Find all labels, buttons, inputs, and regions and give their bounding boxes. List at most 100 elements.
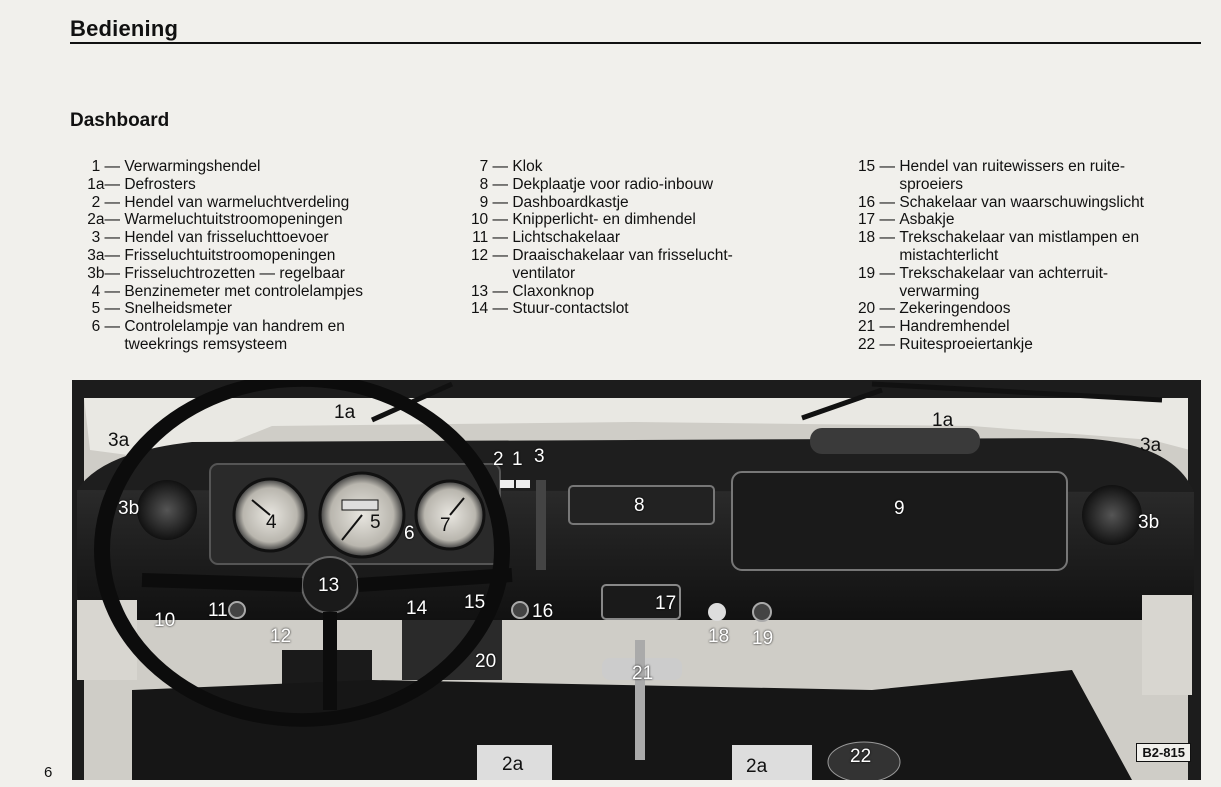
legend-item-text: Hendel van ruitewissers en ruite-sproeie… [899, 158, 1126, 193]
legend-item: 16 — Schakelaar van waarschuwingslicht [842, 194, 1182, 212]
callout-11: 11 [208, 600, 228, 621]
legend-item-text: Handremhendel [899, 318, 1010, 336]
legend-item-number: 1a— [87, 175, 120, 193]
legend-item: 3a— Frisseluchtuitstroomopeningen [78, 247, 423, 265]
callout-14: 14 [406, 598, 428, 619]
legend-item-number: 22 — [857, 335, 895, 353]
callout-12: 12 [270, 626, 292, 647]
legend-item: 1 — Verwarmingshendel [78, 158, 423, 176]
legend-item-text: Frisseluchtuitstroomopeningen [124, 246, 336, 264]
legend-item-number: 9 — [479, 193, 508, 211]
legend-item: 21 — Handremhendel [842, 318, 1182, 336]
legend-item-number: 4 — [91, 282, 120, 300]
legend-item: 3 — Hendel van frisseluchttoevoer [78, 229, 423, 247]
legend-item: 17 — Asbakje [842, 211, 1182, 229]
callout-15: 15 [464, 592, 486, 613]
callout-2a-right: 2a [746, 756, 768, 777]
legend-item-text: Ruitesproeiertankje [899, 335, 1033, 353]
legend-item-number: 16 — [857, 193, 895, 211]
header-rule [70, 42, 1201, 44]
legend-item: 18 — Trekschakelaar van mistlampen en mi… [842, 229, 1182, 265]
legend-item: 13 — Claxonknop [456, 283, 776, 301]
legend-item: 15 — Hendel van ruitewissers en ruite-sp… [842, 158, 1182, 194]
legend-item: 2a— Warmeluchtuitstroomopeningen [78, 211, 423, 229]
callout-22: 22 [850, 746, 872, 767]
legend-item-text: Klok [512, 158, 543, 175]
legend-item: 20 — Zekeringendoos [842, 300, 1182, 318]
callout-3a-right: 3a [1140, 435, 1162, 456]
legend-item-number: 3b— [87, 264, 120, 282]
legend-item-text: Trekschakelaar van achterruit-verwarming [899, 264, 1109, 300]
callout-16: 16 [532, 601, 554, 622]
legend-item-number: 2 — [91, 193, 120, 211]
legend-item-text: Stuur-contactslot [512, 300, 629, 318]
legend-item-text: Schakelaar van waarschuwingslicht [899, 193, 1144, 211]
legend-item-text: Hendel van warmeluchtverdeling [124, 193, 350, 211]
legend-item-text: Verwarmingshendel [124, 158, 261, 175]
callout-17: 17 [655, 593, 677, 614]
dashboard-photo: 1a 1a 3a 3a 3b 3b 2 1 3 4 5 6 7 8 9 10 1… [72, 380, 1201, 780]
callout-13: 13 [318, 575, 340, 596]
legend-item-number: 12 — [470, 246, 508, 264]
legend-item-number: 2a— [87, 211, 120, 229]
callout-9: 9 [894, 498, 905, 519]
legend-item-text: Dekplaatje voor radio-inbouw [512, 175, 714, 193]
callout-2a-left: 2a [502, 754, 524, 775]
callout-4: 4 [266, 512, 277, 533]
legend-item: 7 — Klok [456, 158, 776, 176]
callout-3a-left: 3a [108, 430, 130, 451]
page-number: 6 [44, 764, 53, 781]
legend-item-text: Snelheidsmeter [124, 300, 233, 318]
legend-item-number: 3 — [91, 229, 120, 247]
legend-item-number: 6 — [91, 318, 120, 336]
legend-item-text: Trekschakelaar van mistlampen en mistach… [899, 229, 1140, 264]
legend-item-number: 5 — [91, 300, 120, 318]
legend-item: 9 — Dashboardkastje [456, 194, 776, 212]
callout-21: 21 [632, 663, 654, 684]
legend-item: 8 — Dekplaatje voor radio-inbouw [456, 176, 776, 194]
legend-item: 19 — Trekschakelaar van achterruit-verwa… [842, 265, 1182, 301]
legend-item-number: 15 — [857, 158, 895, 175]
callout-3: 3 [534, 446, 545, 467]
legend-item-text: Defrosters [124, 175, 196, 193]
legend-item-text: Benzinemeter met controlelampjes [124, 282, 363, 300]
dashboard-illustration [72, 380, 1201, 780]
legend-item-number: 10 — [470, 211, 508, 229]
callout-8: 8 [634, 495, 645, 516]
legend-item-text: Frisseluchtrozetten — regelbaar [124, 264, 345, 282]
callout-20: 20 [475, 651, 497, 672]
legend-item-text: Claxonknop [512, 282, 595, 300]
legend-item: 4 — Benzinemeter met controlelampjes [78, 283, 423, 301]
legend-item-number: 13 — [470, 282, 508, 300]
legend-item-number: 7 — [479, 158, 508, 175]
callout-5: 5 [370, 512, 381, 533]
callout-1a-left: 1a [334, 402, 356, 423]
legend-item-text: Warmeluchtuitstroomopeningen [124, 211, 343, 229]
legend-item-number: 19 — [857, 264, 895, 282]
legend-item: 22 — Ruitesproeiertankje [842, 336, 1182, 354]
legend-item-number: 1 — [91, 158, 120, 175]
legend-item: 12 — Draaischakelaar van frisselucht-ven… [456, 247, 776, 283]
legend-column-right: 15 — Hendel van ruitewissers en ruite-sp… [842, 158, 1182, 354]
page-header-title: Bediening [70, 16, 179, 41]
legend-item-text: Controlelampje van handrem en tweekrings… [124, 318, 345, 353]
callout-6: 6 [404, 523, 415, 544]
callout-3b-right: 3b [1138, 512, 1160, 533]
legend-item-text: Draaischakelaar van frisselucht-ventilat… [512, 246, 733, 282]
legend-item-text: Hendel van frisseluchttoevoer [124, 229, 329, 247]
callout-19: 19 [752, 628, 774, 649]
legend-item: 6 — Controlelampje van handrem en tweekr… [78, 318, 423, 354]
legend-item-text: Lichtschakelaar [512, 229, 621, 247]
callout-18: 18 [708, 626, 730, 647]
legend-item-text: Dashboardkastje [512, 193, 629, 211]
callout-10: 10 [154, 610, 176, 631]
callout-7: 7 [440, 515, 451, 536]
legend-item-number: 21 — [857, 318, 895, 336]
section-title: Dashboard [70, 110, 170, 131]
callout-1: 1 [512, 449, 523, 470]
legend-item: 3b— Frisseluchtrozetten — regelbaar [78, 265, 423, 283]
legend-item-number: 3a— [87, 246, 120, 264]
legend-item: 10 — Knipperlicht- en dimhendel [456, 211, 776, 229]
